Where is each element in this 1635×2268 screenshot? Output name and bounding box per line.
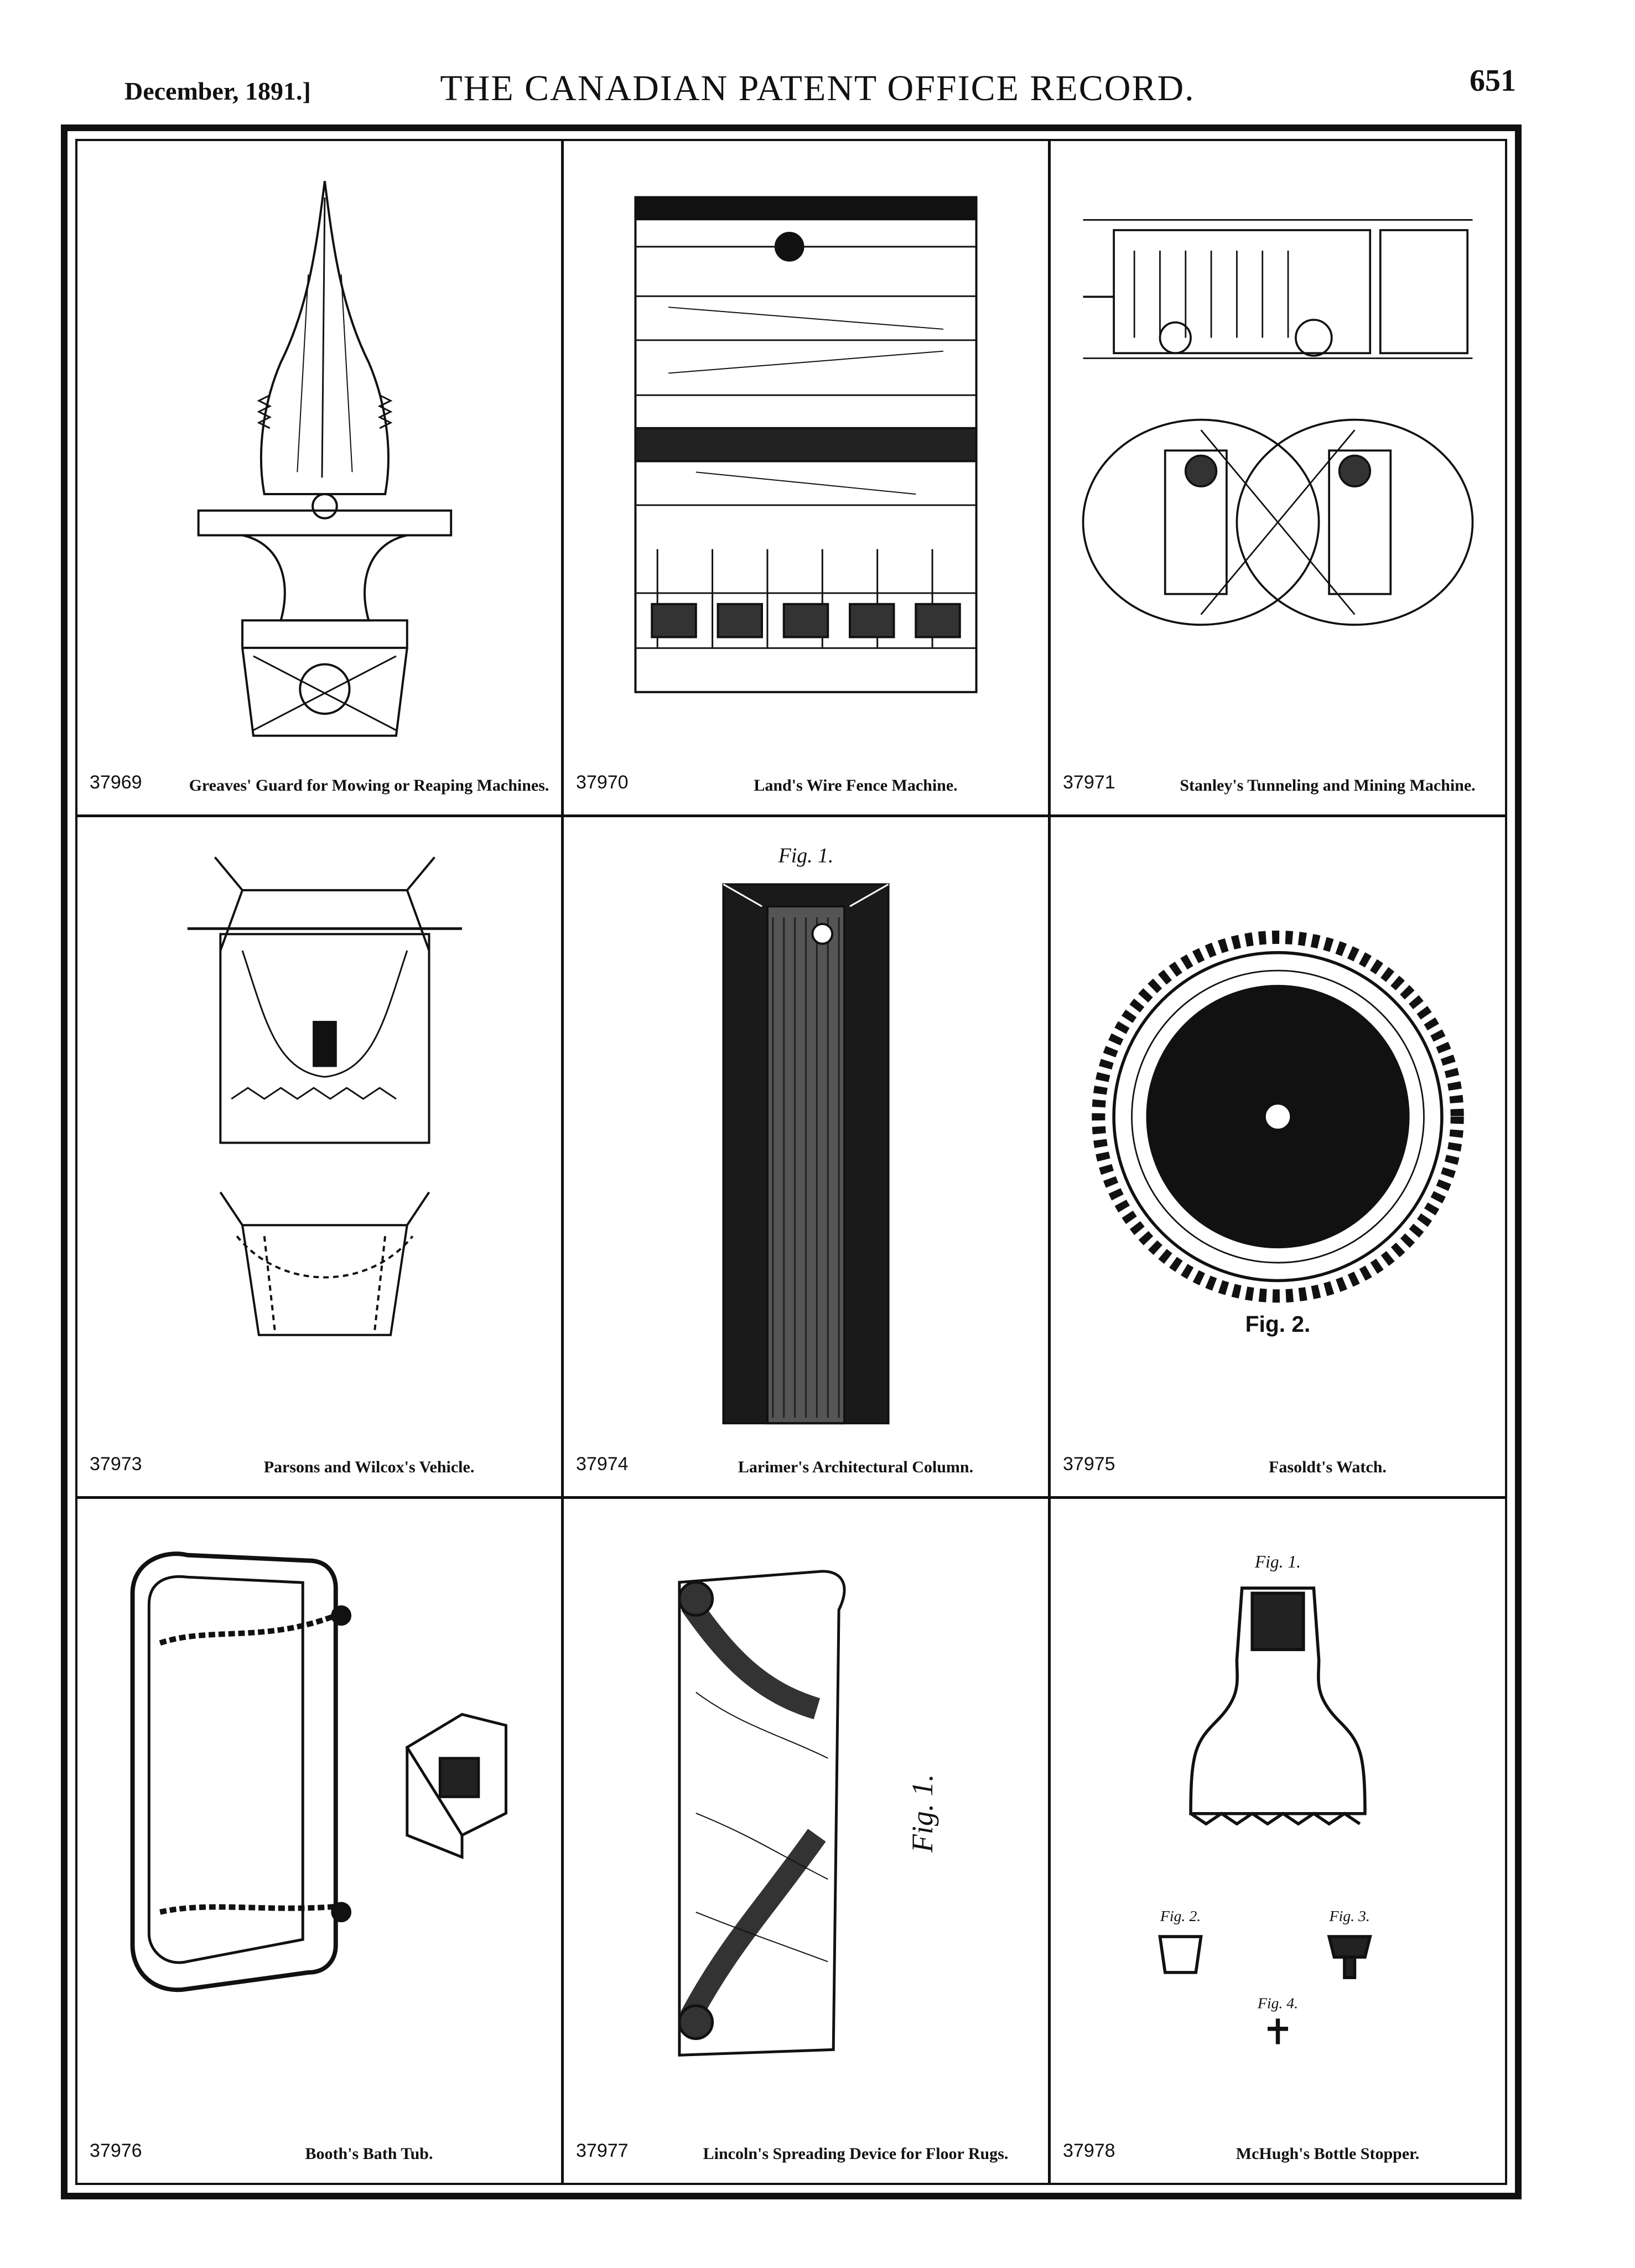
patent-number: 37974 [576,1454,629,1475]
bottle-stopper-drawing: Fig. 1. Fig. 2. Fig. 3. Fig. 4. [1073,1521,1483,2116]
page-number: 651 [1470,64,1516,98]
patent-title: Fasoldt's Watch. [1269,1458,1387,1476]
patent-cell-37971: 37971 Stanley's Tunneling and Mining Mac… [1051,141,1505,817]
caption-37974: 37974 Larimer's Architectural Column. [564,1430,1048,1485]
patent-cell-37973: 37973 Parsons and Wilcox's Vehicle. [77,817,564,1499]
patent-cell-37969: 37969 Greaves' Guard for Mowing or Reapi… [77,141,564,817]
watch-drawing: Fig. 2. [1073,839,1483,1430]
patent-title: Stanley's Tunneling and Mining Machine. [1180,776,1476,795]
caption-37971: 37971 Stanley's Tunneling and Mining Mac… [1051,748,1505,803]
patent-number: 37970 [576,772,629,793]
fig-label: Fig. 1. [906,1774,939,1853]
bathtub-drawing [100,1521,539,2116]
column-drawing: Fig. 1. [586,839,1026,1430]
publication-title: THE CANADIAN PATENT OFFICE RECORD. [440,68,1195,108]
fig-label: Fig. 3. [1329,1908,1370,1925]
fig-label: Fig. 4. [1257,1995,1298,2012]
fig-label: Fig. 2. [1245,1311,1311,1337]
patent-cell-37978: Fig. 1. Fig. 2. Fig. 3. Fig. 4. [1051,1499,1505,2183]
patent-plates-frame: 37969 Greaves' Guard for Mowing or Reapi… [61,124,1522,2199]
patent-number: 37975 [1063,1454,1115,1475]
caption-37969: 37969 Greaves' Guard for Mowing or Reapi… [77,748,561,803]
patent-cell-37976: 37976 Booth's Bath Tub. [77,1499,564,2183]
patent-number: 37976 [90,2140,142,2161]
fence-machine-drawing [586,163,1026,748]
tunneling-machine-drawing [1073,163,1483,748]
patent-title: McHugh's Bottle Stopper. [1236,2145,1420,2163]
patent-cell-37974: Fig. 1. 37974 Larimer's Architectural Co… [564,817,1051,1499]
patent-title: Parsons and Wilcox's Vehicle. [263,1458,475,1476]
issue-date: December, 1891.] [124,77,311,105]
patent-title: Booth's Bath Tub. [305,2145,433,2163]
patent-cell-37977: Fig. 1. 37977 Lincoln's Spreading Device… [564,1499,1051,2183]
caption-37977: 37977 Lincoln's Spreading Device for Flo… [564,2116,1048,2172]
caption-37973: 37973 Parsons and Wilcox's Vehicle. [77,1430,561,1485]
fig-label: Fig. 1. [778,844,834,868]
patent-cell-37975: Fig. 2. 37975 Fasoldt's Watch. [1051,817,1505,1499]
patent-title: Larimer's Architectural Column. [738,1458,974,1476]
patent-number: 37971 [1063,772,1115,793]
patent-number: 37978 [1063,2140,1115,2161]
guard-drawing [100,163,539,748]
page-header: December, 1891.] THE CANADIAN PATENT OFF… [0,55,1635,116]
caption-37978: 37978 McHugh's Bottle Stopper. [1051,2116,1505,2172]
vehicle-drawing [100,839,539,1430]
caption-37975: 37975 Fasoldt's Watch. [1051,1430,1505,1485]
patent-number: 37977 [576,2140,629,2161]
fig-label: Fig. 1. [1254,1552,1301,1571]
caption-37976: 37976 Booth's Bath Tub. [77,2116,561,2172]
rug-spreader-drawing: Fig. 1. [586,1521,1026,2116]
patent-cell-37970: 37970 Land's Wire Fence Machine. [564,141,1051,817]
patent-grid: 37969 Greaves' Guard for Mowing or Reapi… [77,141,1505,2183]
caption-37970: 37970 Land's Wire Fence Machine. [564,748,1048,803]
patent-title: Lincoln's Spreading Device for Floor Rug… [703,2145,1009,2163]
patent-title: Land's Wire Fence Machine. [754,776,958,795]
patent-number: 37969 [90,772,142,793]
patent-number: 37973 [90,1454,142,1475]
fig-label: Fig. 2. [1160,1908,1201,1925]
patent-title: Greaves' Guard for Mowing or Reaping Mac… [189,776,549,795]
